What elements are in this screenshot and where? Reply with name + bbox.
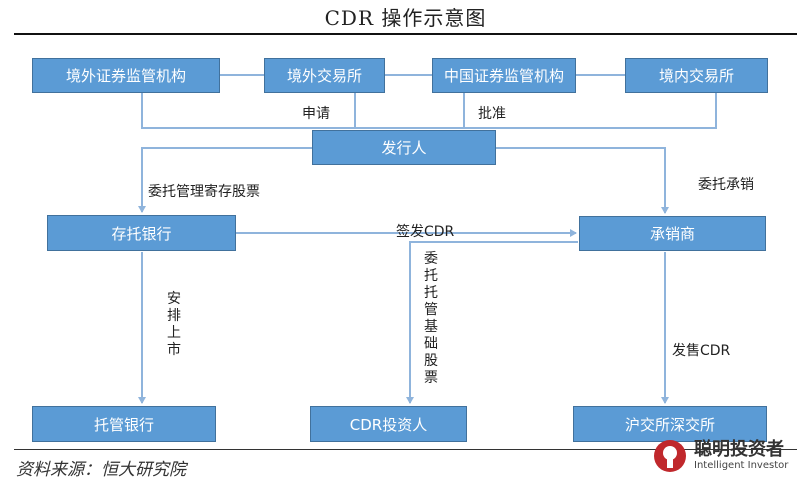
node-overseas-exchange: 境外交易所 bbox=[264, 58, 385, 93]
label-approve: 批准 bbox=[478, 106, 506, 122]
node-cdr-investor: CDR投资人 bbox=[310, 406, 467, 442]
node-trustee-bank: 托管银行 bbox=[32, 406, 216, 442]
label-entrust-underwrite: 委托承销 bbox=[698, 177, 754, 193]
node-domestic-exchange: 境内交易所 bbox=[625, 58, 768, 93]
label-apply: 申请 bbox=[302, 106, 330, 122]
title-rule bbox=[14, 33, 797, 35]
label-entrust-custody: 委托管理寄存股票 bbox=[148, 184, 260, 200]
node-custodian-bank: 存托银行 bbox=[47, 215, 236, 251]
label-entrust-trustee: 委托托管基础股票 bbox=[424, 251, 438, 386]
node-sh-sz-exchange: 沪交所深交所 bbox=[573, 406, 767, 442]
node-csrc: 中国证券监管机构 bbox=[432, 58, 576, 93]
source-note: 资料来源：恒大研究院 bbox=[16, 460, 186, 480]
brand-name: 聪明投资者 bbox=[694, 439, 784, 460]
brand-logo: 聪明投资者 Intelligent Investor bbox=[652, 438, 788, 474]
diagram-title: CDR 操作示意图 bbox=[324, 6, 487, 30]
label-arrange-listing: 安排上市 bbox=[167, 291, 181, 358]
label-issue-cdr: 签发CDR bbox=[396, 224, 455, 240]
brand-subtitle: Intelligent Investor bbox=[694, 460, 789, 471]
node-issuer: 发行人 bbox=[312, 130, 496, 165]
label-sell-cdr: 发售CDR bbox=[672, 343, 731, 359]
brand-mark-icon bbox=[654, 440, 686, 472]
node-underwriter: 承销商 bbox=[579, 216, 766, 251]
node-overseas-regulator: 境外证券监管机构 bbox=[32, 58, 220, 93]
footer-rule bbox=[14, 449, 797, 450]
